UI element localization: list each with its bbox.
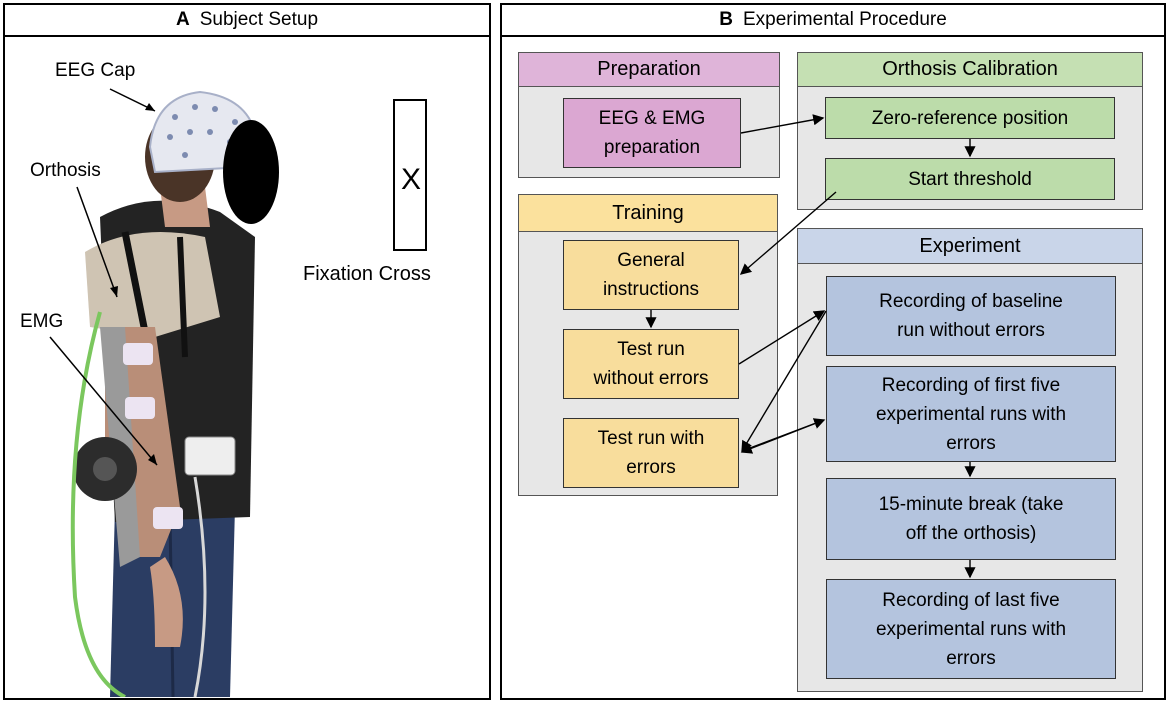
label-fixation-cross: Fixation Cross bbox=[303, 263, 431, 285]
emg-electrode bbox=[153, 507, 183, 529]
box-start-threshold: Start threshold bbox=[825, 158, 1115, 200]
box-eeg-emg-preparation: EEG & EMG preparation bbox=[563, 98, 741, 168]
label-eeg-cap: EEG Cap bbox=[55, 60, 136, 81]
panel-b-letter: B bbox=[719, 9, 733, 30]
arrow-prep-to-zero-ref bbox=[740, 114, 825, 134]
label-orthosis: Orthosis bbox=[30, 160, 101, 181]
box-first-five-runs: Recording of first five experimental run… bbox=[826, 366, 1116, 462]
training-header: Training bbox=[518, 194, 778, 232]
emg-electrode bbox=[123, 343, 153, 365]
panel-subject-setup: A Subject Setup bbox=[3, 3, 491, 700]
experiment-header: Experiment bbox=[797, 228, 1143, 264]
panel-a-title: Subject Setup bbox=[199, 9, 319, 30]
anonymized-face bbox=[223, 120, 279, 224]
fixation-cross-symbol: X bbox=[401, 163, 422, 196]
panel-b-header: B Experimental Procedure bbox=[502, 5, 1164, 37]
box-test-run-with-errors: Test run with errors bbox=[563, 418, 739, 488]
orthosis-shoulder bbox=[85, 232, 220, 337]
preparation-header: Preparation bbox=[518, 52, 780, 87]
emg-electrode bbox=[125, 397, 155, 419]
box-zero-reference-position: Zero-reference position bbox=[825, 97, 1115, 139]
orthosis-calibration-header: Orthosis Calibration bbox=[797, 52, 1143, 87]
panel-b-title: Experimental Procedure bbox=[742, 9, 947, 30]
arrow-first-five-to-test-with-errors bbox=[740, 419, 825, 454]
box-general-instructions: General instructions bbox=[563, 240, 739, 310]
arrow-threshold-to-general bbox=[739, 191, 837, 275]
box-fifteen-minute-break: 15-minute break (take off the orthosis) bbox=[826, 478, 1116, 560]
label-emg: EMG bbox=[20, 311, 64, 332]
arrow-baseline-to-test-with-errors bbox=[741, 310, 827, 453]
subject-hand bbox=[150, 557, 183, 647]
subject-photo bbox=[49, 88, 427, 697]
panel-a-header: A Subject Setup bbox=[5, 5, 489, 37]
box-last-five-runs: Recording of last five experimental runs… bbox=[826, 579, 1116, 679]
box-baseline-recording: Recording of baseline run without errors bbox=[826, 276, 1116, 356]
fixation-cross-screen bbox=[393, 99, 427, 251]
arrow-test-run-to-baseline bbox=[738, 310, 826, 365]
panel-a-letter: A bbox=[175, 9, 190, 30]
box-test-run-without-errors: Test run without errors bbox=[563, 329, 739, 399]
emg-amplifier bbox=[184, 436, 236, 476]
